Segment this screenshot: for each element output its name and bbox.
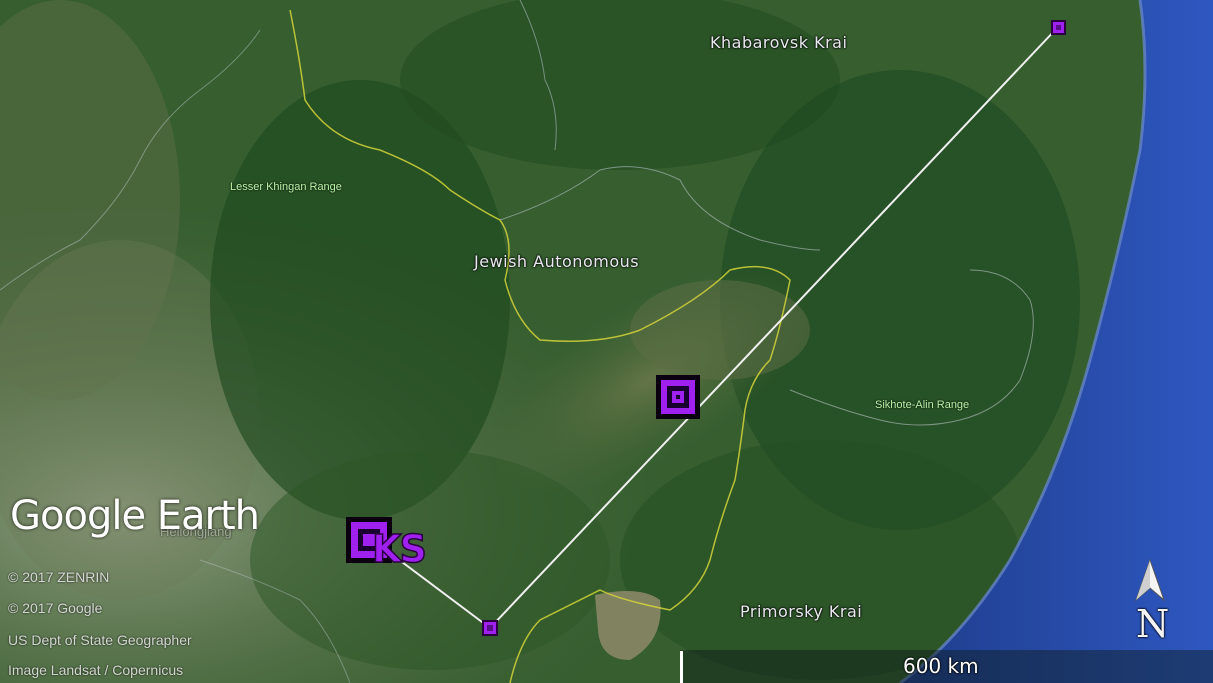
place-label-heilongjiang: Heilongjiang xyxy=(160,524,232,539)
terrain-label-sikhote-alin: Sikhote-Alin Range xyxy=(875,399,970,411)
region-label-primorsky: Primorsky Krai xyxy=(740,602,863,621)
marker-northeast[interactable] xyxy=(1051,20,1066,35)
credit-google: © 2017 Google xyxy=(8,600,103,616)
compass-north-icon[interactable]: N xyxy=(1130,558,1170,658)
terrain-label-lesser-khingan: Lesser Khingan Range xyxy=(230,181,342,193)
marker-ks[interactable] xyxy=(346,517,392,563)
credit-zenrin: © 2017 ZENRIN xyxy=(8,569,110,585)
scale-bar-tick xyxy=(680,651,683,683)
compass-letter: N xyxy=(1136,602,1170,646)
credit-landsat: Image Landsat / Copernicus xyxy=(8,662,184,678)
scale-bar-label: 600 km xyxy=(903,654,979,678)
marker-ks-label: KS xyxy=(371,526,427,572)
marker-center[interactable] xyxy=(656,375,700,419)
region-label-khabarovsk: Khabarovsk Krai xyxy=(710,33,848,52)
region-label-jewish: Jewish Autonomous xyxy=(474,252,640,271)
credit-geographer: US Dept of State Geographer xyxy=(8,632,192,648)
marker-south[interactable] xyxy=(482,620,498,636)
google-earth-logo: Google Earth xyxy=(10,493,260,539)
